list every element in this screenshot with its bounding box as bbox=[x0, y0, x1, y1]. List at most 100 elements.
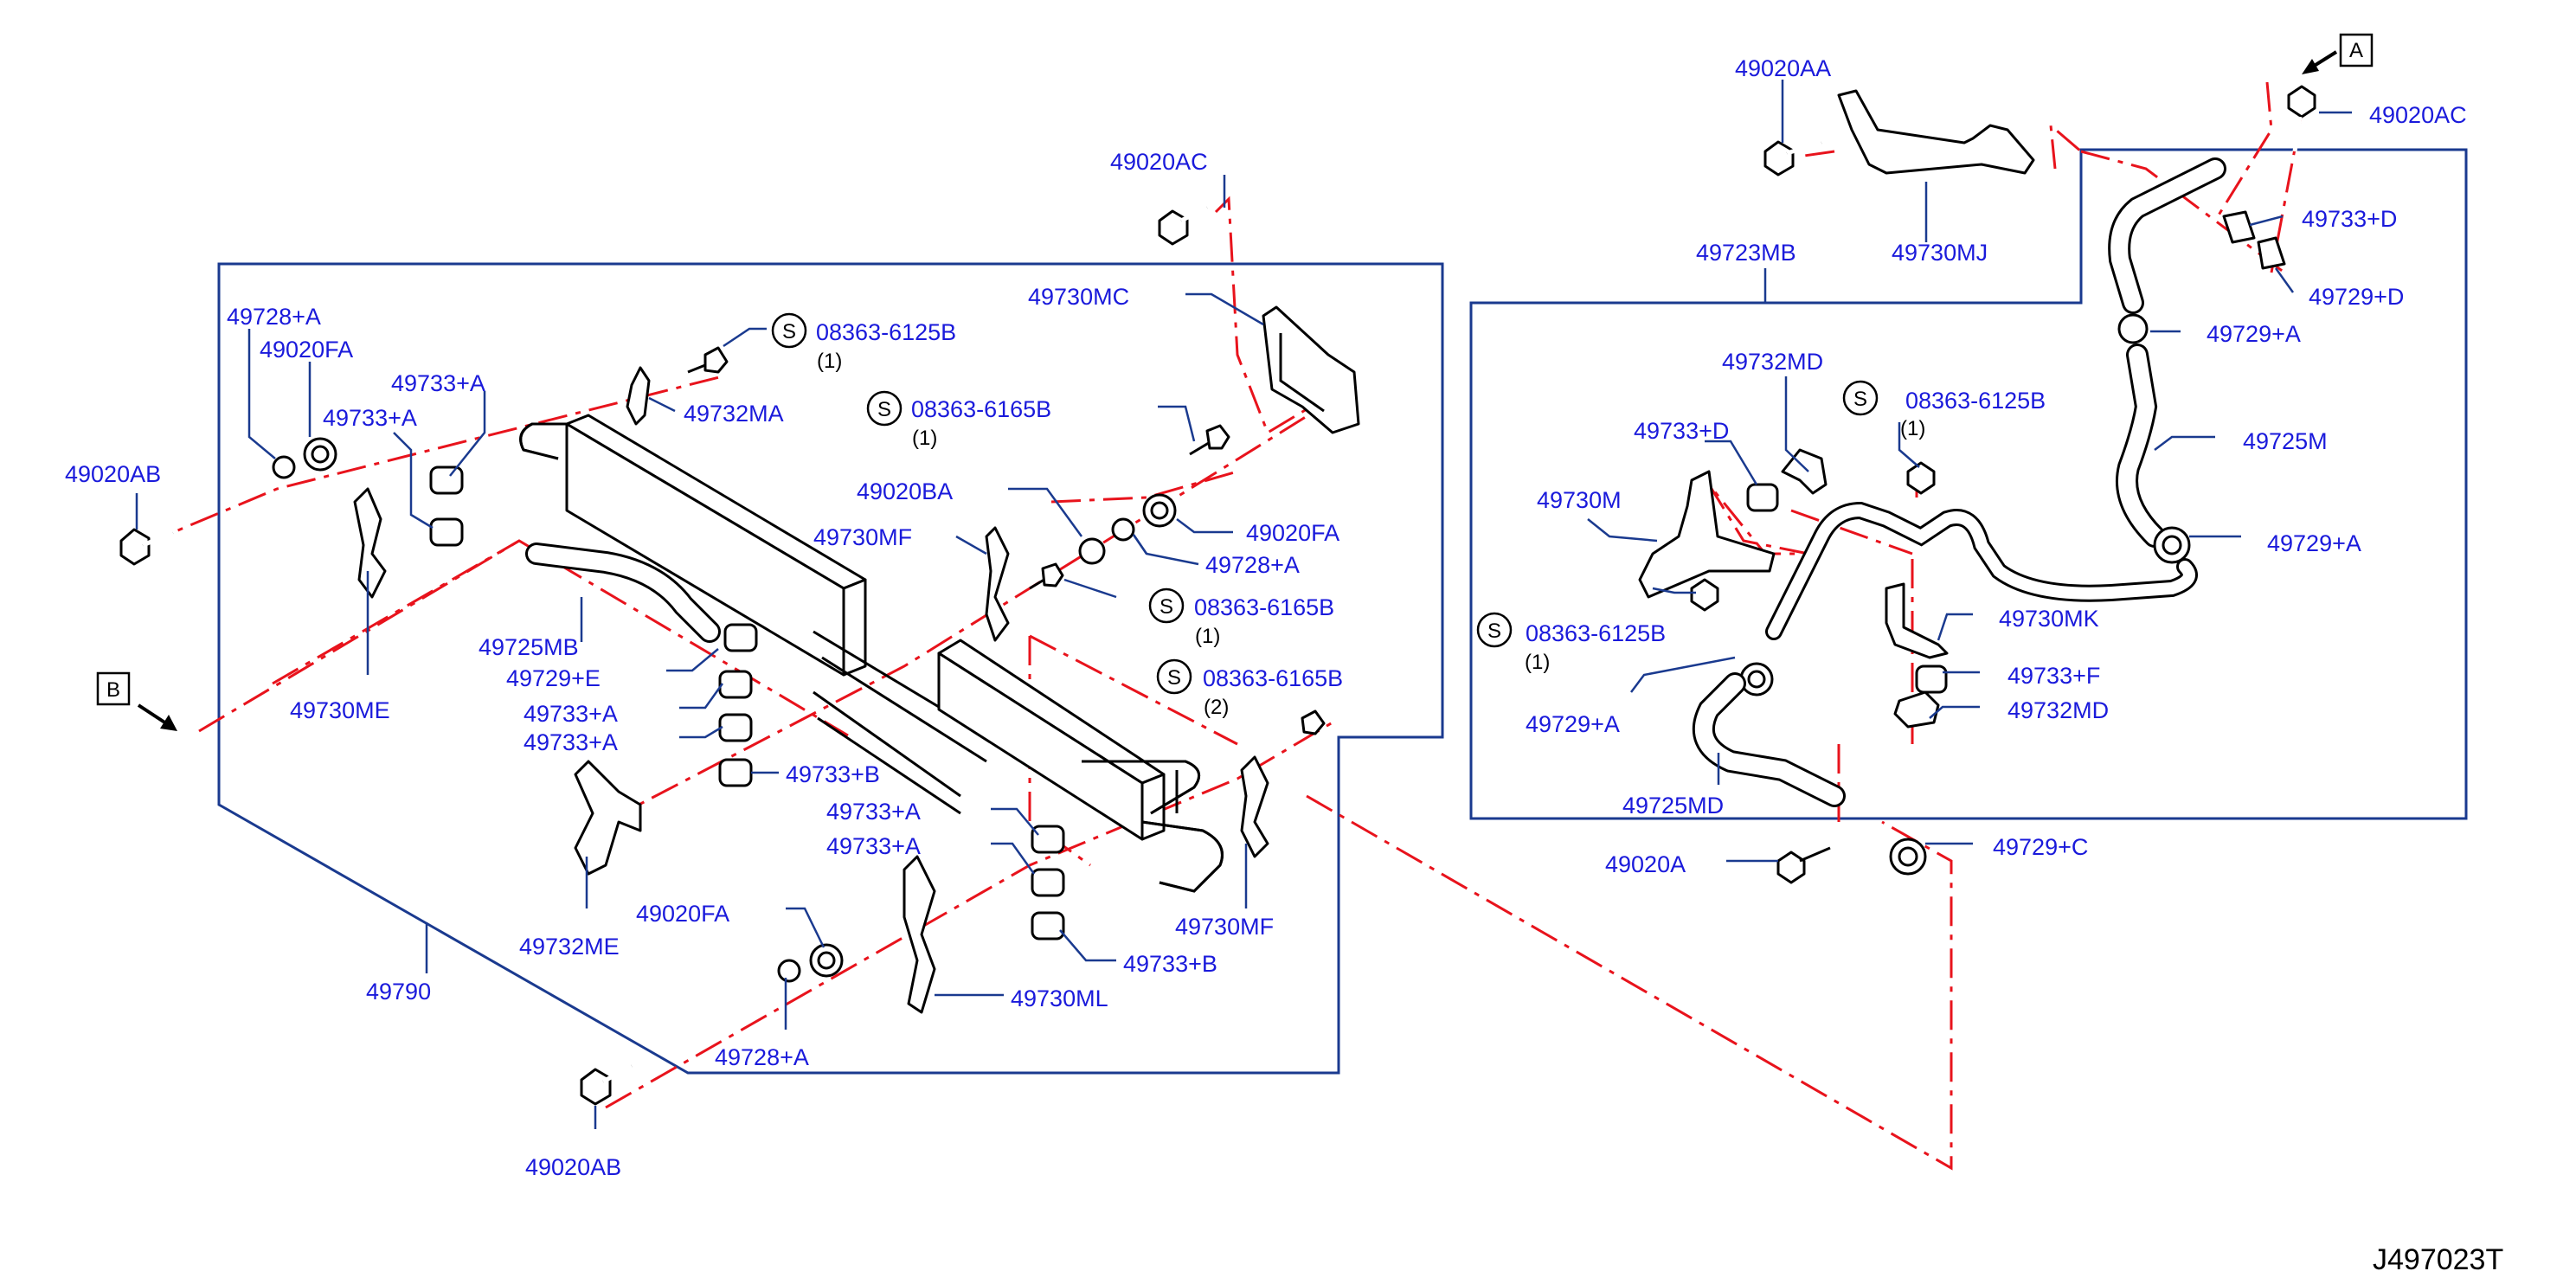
label-49730ME: 49730ME bbox=[290, 697, 390, 723]
hose-49725MB bbox=[525, 542, 721, 643]
label-49729A-3: 49729+A bbox=[1526, 711, 1620, 737]
bracket-49730M bbox=[1638, 470, 1776, 599]
label-49729E: 49729+E bbox=[506, 665, 601, 691]
leader-lines bbox=[135, 80, 2352, 1129]
label-49733A-2: 49733+A bbox=[323, 405, 417, 431]
qty-08363-6165B-3: (2) bbox=[1204, 696, 1229, 719]
label-49020A: 49020A bbox=[1605, 851, 1686, 877]
label-49729C: 49729+C bbox=[1993, 834, 2088, 860]
qty-08363-6125B-3: (1) bbox=[1525, 651, 1550, 674]
svg-text:A: A bbox=[2349, 39, 2363, 62]
label-49020AC-2: 49020AC bbox=[2369, 102, 2467, 128]
bolt-49020AB-top bbox=[119, 528, 174, 566]
label-49020FA-1: 49020FA bbox=[260, 337, 353, 363]
label-49728A-1: 49728+A bbox=[227, 304, 321, 330]
label-49020FA-3: 49020FA bbox=[636, 901, 729, 927]
label-49733A-1: 49733+A bbox=[391, 370, 485, 396]
reference-marker-b: B bbox=[96, 671, 177, 731]
label-49730M: 49730M bbox=[1537, 487, 1622, 513]
label-49733B-1: 49733+B bbox=[786, 761, 880, 787]
bracket-49732MD-upper bbox=[1781, 448, 1828, 495]
hose-49725MD bbox=[1692, 672, 1846, 807]
bolt-08363-6165B-2 bbox=[1029, 562, 1064, 590]
label-49725MB: 49725MB bbox=[479, 634, 579, 660]
hose-49725M bbox=[2108, 157, 2226, 548]
label-49020AB-top: 49020AB bbox=[65, 461, 161, 487]
qty-08363-6125B-2: (1) bbox=[1900, 417, 1925, 440]
assembly-49790-boundary bbox=[217, 262, 1444, 1075]
label-49730MJ: 49730MJ bbox=[1892, 240, 1988, 266]
bracket-49732MD-lower bbox=[1893, 690, 1940, 729]
label-49730MF-1: 49730MF bbox=[813, 524, 912, 550]
label-49729A-1: 49729+A bbox=[2207, 321, 2301, 347]
bolt-49020AC-left bbox=[1158, 205, 1209, 246]
label-08363-6125B-2: 08363-6125B bbox=[1905, 388, 2046, 414]
qty-08363-6165B-1: (1) bbox=[912, 427, 937, 450]
label-49730MK: 49730MK bbox=[1999, 606, 2099, 632]
qty-08363-6165B-2: (1) bbox=[1195, 625, 1220, 648]
label-49732MD-2: 49732MD bbox=[2007, 697, 2109, 723]
label-49730ML: 49730ML bbox=[1011, 985, 1108, 1011]
bracket-49732ME bbox=[574, 760, 642, 876]
label-49725M: 49725M bbox=[2243, 428, 2328, 454]
label-08363-6165B-1: 08363-6165B bbox=[911, 396, 1051, 422]
collars-left bbox=[272, 437, 1177, 983]
label-08363-6165B-3: 08363-6165B bbox=[1203, 665, 1343, 691]
bracket-49730MF-upper bbox=[985, 526, 1010, 642]
bolt-49020AC-right bbox=[2287, 85, 2316, 152]
label-49729A-2: 49729+A bbox=[2267, 530, 2361, 556]
svg-text:S: S bbox=[1853, 388, 1867, 411]
reference-marker-a: A bbox=[2302, 33, 2374, 74]
assembly-49723MB-boundary bbox=[1469, 148, 2468, 820]
label-49728A-2: 49728+A bbox=[1205, 552, 1300, 578]
svg-text:S: S bbox=[782, 320, 796, 343]
label-49730MC: 49730MC bbox=[1028, 284, 1129, 310]
label-49733A-4: 49733+A bbox=[524, 729, 618, 755]
part-labels: 49020AB 49728+A 49020FA 49733+A 49733+A … bbox=[65, 55, 2467, 1180]
label-49733F: 49733+F bbox=[2007, 663, 2100, 689]
svg-text:S: S bbox=[1160, 595, 1173, 619]
svg-text:S: S bbox=[1167, 666, 1181, 690]
qty-08363-6125B-1: (1) bbox=[817, 350, 842, 373]
oil-cooler-upper bbox=[519, 414, 987, 815]
pipe-right-main bbox=[1765, 501, 2198, 640]
bracket-49730MK bbox=[1885, 582, 1949, 659]
bracket-49730MF-lower bbox=[1240, 755, 1269, 858]
label-49020AA: 49020AA bbox=[1735, 55, 1831, 81]
label-49729D: 49729+D bbox=[2309, 284, 2404, 310]
bracket-49730ME bbox=[353, 487, 387, 599]
s-symbols: S S S S S S bbox=[771, 312, 1879, 695]
label-49728A-3: 49728+A bbox=[715, 1044, 809, 1070]
clamps-right bbox=[1739, 210, 2286, 876]
label-49790: 49790 bbox=[366, 979, 431, 1005]
label-49732ME: 49732ME bbox=[519, 934, 620, 960]
bracket-49732MA bbox=[626, 366, 651, 426]
label-49020FA-2: 49020FA bbox=[1246, 520, 1339, 546]
label-08363-6125B-3: 08363-6125B bbox=[1526, 620, 1666, 646]
svg-text:S: S bbox=[877, 398, 891, 421]
drawing-code: J497023T bbox=[2373, 1243, 2503, 1276]
label-49733B-2: 49733+B bbox=[1123, 951, 1217, 977]
oil-cooler-lower bbox=[937, 639, 1224, 893]
bolt-49020AB-bottom bbox=[580, 1063, 633, 1106]
label-49733D-2: 49733+D bbox=[1634, 418, 1729, 444]
label-49723MB: 49723MB bbox=[1696, 240, 1796, 266]
label-49733A-3: 49733+A bbox=[524, 701, 618, 727]
label-49733A-5: 49733+A bbox=[826, 799, 921, 825]
label-49020BA: 49020BA bbox=[857, 478, 953, 504]
label-49725MD: 49725MD bbox=[1622, 793, 1724, 819]
label-49020AC-1: 49020AC bbox=[1110, 149, 1208, 175]
bracket-49730MJ bbox=[1837, 89, 2035, 175]
bolt-49020AA bbox=[1763, 140, 1822, 177]
svg-text:B: B bbox=[106, 678, 120, 702]
bolt-08363-6165B-1 bbox=[1189, 424, 1230, 456]
bolt-08363-6125B-1 bbox=[687, 346, 729, 374]
label-08363-6165B-2: 08363-6165B bbox=[1194, 594, 1334, 620]
label-49733D-1: 49733+D bbox=[2302, 206, 2397, 232]
bolts-right bbox=[1690, 461, 1936, 884]
label-49730MF-2: 49730MF bbox=[1175, 914, 1274, 940]
label-49732MA: 49732MA bbox=[684, 401, 784, 427]
label-49733A-6: 49733+A bbox=[826, 833, 921, 859]
svg-text:S: S bbox=[1487, 620, 1501, 643]
